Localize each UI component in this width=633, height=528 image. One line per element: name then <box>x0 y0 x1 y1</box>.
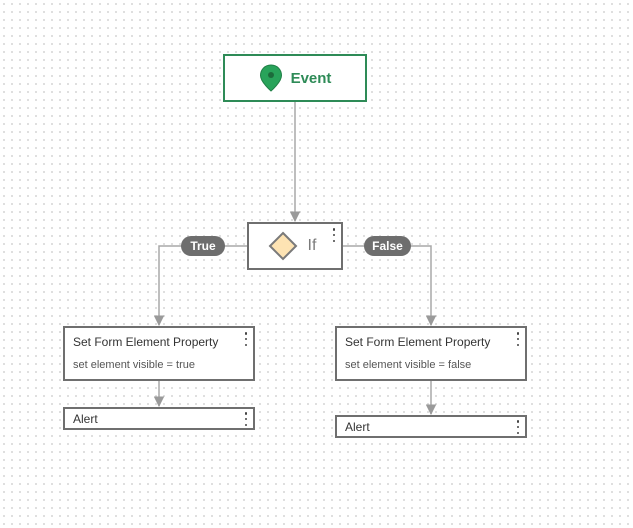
event-label: Event <box>290 69 332 87</box>
set-form-element-property-false-node[interactable]: Set Form Element Property set element vi… <box>335 326 527 381</box>
action-detail: set element visible = true <box>73 359 195 371</box>
alert-menu-icon[interactable] <box>243 412 249 426</box>
map-pin-icon <box>259 64 282 92</box>
alert-menu-icon[interactable] <box>515 420 521 434</box>
true-branch-badge: True <box>181 236 225 256</box>
if-node[interactable]: If <box>247 222 343 270</box>
action-menu-icon[interactable] <box>515 332 521 346</box>
false-branch-badge: False <box>364 236 411 256</box>
connector-if-to-false <box>343 245 437 327</box>
action-title: Set Form Element Property <box>345 335 491 349</box>
event-node[interactable]: Event <box>223 54 367 102</box>
action-menu-icon[interactable] <box>243 332 249 346</box>
set-form-element-property-true-node[interactable]: Set Form Element Property set element vi… <box>63 326 255 381</box>
if-label: If <box>307 237 317 254</box>
action-detail: set element visible = false <box>345 359 472 371</box>
alert-label: Alert <box>73 412 98 426</box>
connector-if-to-true <box>153 245 247 327</box>
alert-false-node[interactable]: Alert <box>335 415 527 438</box>
diamond-icon <box>268 231 297 261</box>
action-title: Set Form Element Property <box>73 335 219 349</box>
if-menu-icon[interactable] <box>331 228 337 242</box>
alert-label: Alert <box>345 420 370 434</box>
alert-true-node[interactable]: Alert <box>63 407 255 430</box>
